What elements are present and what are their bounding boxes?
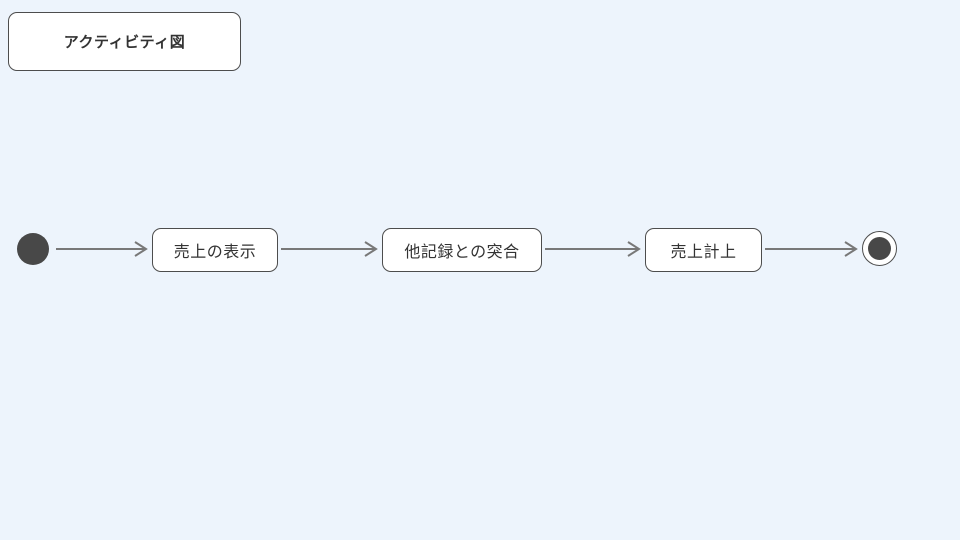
arrow-right-icon [56,241,148,257]
start-node-icon [17,233,49,265]
arrow-right-icon [545,241,641,257]
flow-arrow-3 [545,239,641,259]
arrow-right-icon [765,241,858,257]
activity-label: 売上の表示 [173,244,257,261]
end-node-inner-circle [868,237,891,260]
arrow-right-icon [281,241,378,257]
flow-arrow-4 [765,239,858,259]
flow-arrow-1 [56,239,148,259]
activity-node-match-records: 他記録との突合 [382,228,542,272]
diagram-title: アクティビティ図 [63,34,186,51]
activity-node-display-sales: 売上の表示 [152,228,278,272]
end-node-icon [862,231,897,266]
activity-node-record-sales: 売上計上 [645,228,762,272]
activity-label: 売上計上 [670,244,737,261]
flow-arrow-2 [281,239,378,259]
activity-label: 他記録との突合 [404,244,520,261]
diagram-title-box: アクティビティ図 [8,12,241,71]
